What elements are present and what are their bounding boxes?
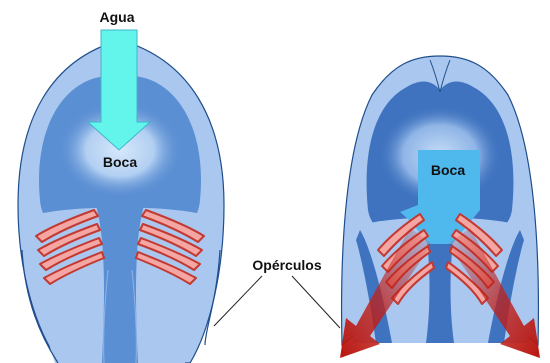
left-mouth-label: Boca: [103, 154, 137, 170]
opercula-leader-lines: [214, 276, 340, 328]
right-mouth-label: Boca: [431, 162, 465, 178]
left-fish-head: [18, 30, 224, 363]
water-label: Agua: [100, 9, 135, 25]
opercula-label: Opérculos: [252, 257, 321, 273]
right-fish-head: [340, 56, 540, 358]
